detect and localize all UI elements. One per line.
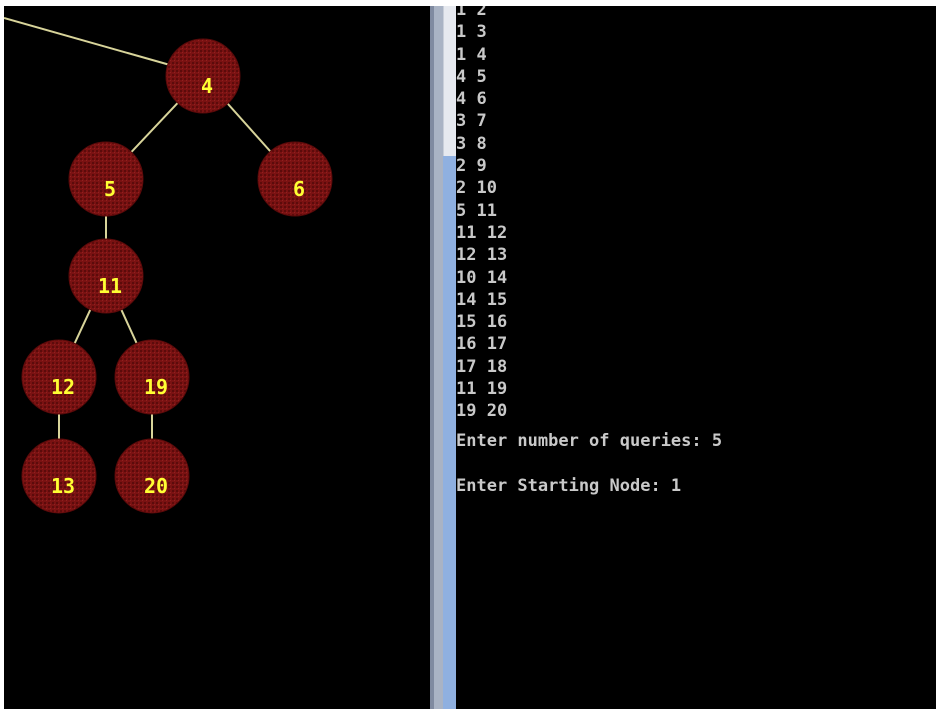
tree-node-label: 19	[144, 375, 168, 399]
console-line: 5 11	[456, 200, 497, 221]
nodes-layer: 4 5 6 11 12 19 13 20	[21, 38, 333, 514]
tree-graphics-window: 4 5 6 11 12 19 13 20	[4, 6, 430, 709]
edges-layer	[58, 99, 274, 443]
tree-node-label: 20	[144, 474, 168, 498]
tree-canvas: 4 5 6 11 12 19 13 20	[4, 17, 333, 514]
scrollbar-thumb[interactable]	[443, 6, 457, 156]
console-line: 4 6	[456, 89, 487, 110]
console-line: 3 8	[456, 133, 487, 154]
tree-node-circle	[68, 141, 144, 217]
tree-node-circle	[114, 339, 190, 415]
console-line: 1 2	[456, 6, 487, 20]
console-line: 10 14	[456, 267, 508, 288]
console-line: 19 20	[456, 401, 508, 422]
tree-node-19: 19	[114, 339, 190, 415]
tree-node-11: 11	[68, 238, 144, 314]
tree-node-circle	[257, 141, 333, 217]
console-line: 12 13	[456, 245, 508, 266]
tree-node-20: 20	[114, 438, 190, 514]
tree-node-label: 5	[104, 177, 116, 201]
tree-node-4: 4	[165, 38, 241, 114]
console-line: 1 4	[456, 44, 487, 65]
tree-node-circle	[165, 38, 241, 114]
console-line: 11 19	[456, 379, 508, 400]
tree-node-13: 13	[21, 438, 97, 514]
scrollbar-track[interactable]	[443, 156, 456, 709]
tree-node-12: 12	[21, 339, 97, 415]
scrollbar-edge	[430, 6, 434, 709]
tree-edge-11-19	[118, 305, 140, 348]
console-line: 14 15	[456, 289, 508, 310]
console-line: 16 17	[456, 334, 508, 355]
console-line: 2 9	[456, 156, 487, 177]
console-line: 11 12	[456, 222, 508, 243]
tree-edge-11-12	[72, 305, 93, 348]
tree-edge-4-5	[127, 99, 182, 156]
tree-node-5: 5	[68, 141, 144, 217]
tree-node-label: 4	[201, 74, 213, 98]
tree-node-label: 11	[98, 274, 122, 298]
tree-node-label: 6	[293, 177, 305, 201]
console-line: 4 5	[456, 66, 487, 87]
edge-to-offscreen-parent	[4, 17, 171, 66]
tree-node-circle	[21, 339, 97, 415]
tree-node-circle	[68, 238, 144, 314]
tree-node-6: 6	[257, 141, 333, 217]
tree-node-circle	[21, 438, 97, 514]
console-line: 15 16	[456, 312, 508, 333]
tree-node-circle	[114, 438, 190, 514]
tree-node-label: 12	[51, 375, 75, 399]
console-line: 17 18	[456, 356, 508, 377]
console-line: 1 3	[456, 22, 487, 43]
tree-node-label: 13	[51, 474, 75, 498]
queries-prompt: Enter number of queries: 5	[456, 431, 723, 451]
starting-node-prompt: Enter Starting Node: 1	[456, 476, 682, 496]
console-line: 3 7	[456, 111, 487, 132]
tree-edge-4-6	[224, 99, 274, 156]
console-line: 2 10	[456, 178, 497, 199]
